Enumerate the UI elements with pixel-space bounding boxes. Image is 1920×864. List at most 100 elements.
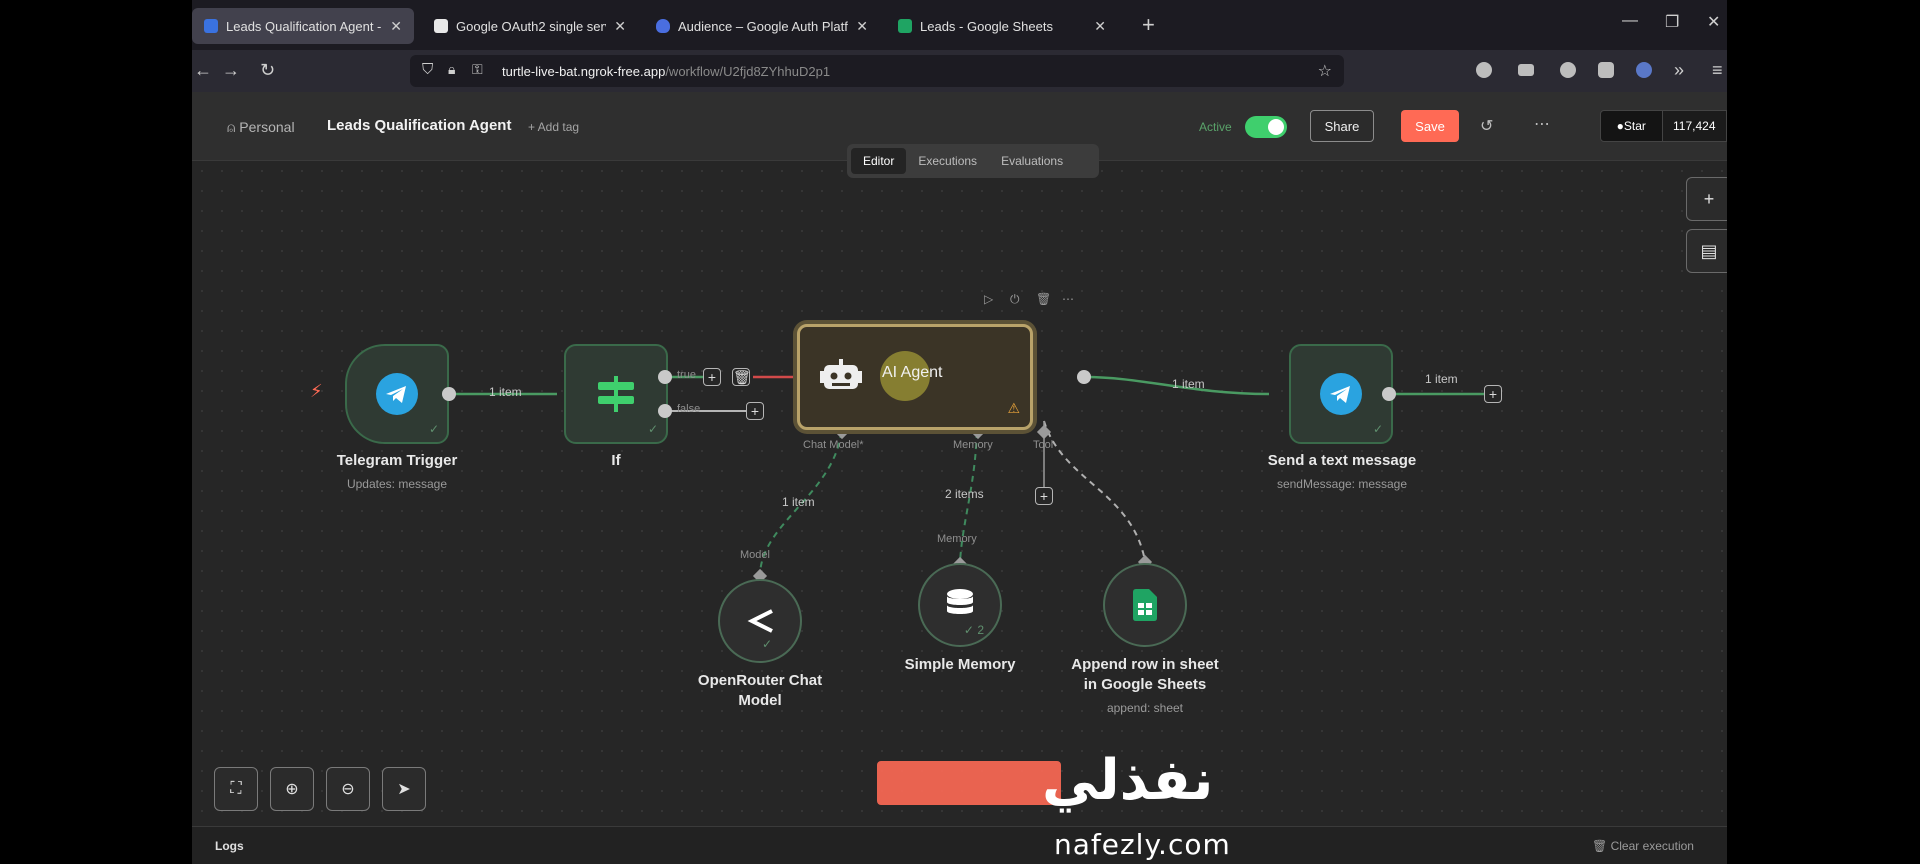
new-tab-icon[interactable]: +	[1142, 12, 1155, 37]
forward-icon[interactable]: →	[222, 60, 240, 80]
tab-google-oauth2[interactable]: Google OAuth2 single service | ✕	[422, 8, 638, 44]
port-label-memory-in: Memory	[937, 533, 977, 545]
project-breadcrumb[interactable]: ⍝ Personal	[227, 119, 295, 135]
false-output-handle[interactable]	[658, 404, 672, 418]
trash-icon[interactable]: 🗑︎	[1036, 292, 1052, 306]
back-icon[interactable]: ←	[194, 60, 212, 80]
node-append-row-google-sheets[interactable]	[1103, 563, 1187, 647]
tab-evaluations[interactable]: Evaluations	[1001, 154, 1064, 168]
zoom-in-button[interactable]: ⊕	[270, 767, 314, 811]
zoom-out-icon: ⊖	[341, 781, 355, 798]
node-send-text-message[interactable]: ✓	[1289, 344, 1393, 444]
tab-label: Google OAuth2 single service |	[456, 18, 606, 34]
tab-leads-google-sheets[interactable]: Leads - Google Sheets ✕	[886, 8, 1118, 44]
github-star-button[interactable]: ● Star	[1600, 110, 1663, 142]
active-toggle[interactable]	[1245, 116, 1287, 138]
close-tab-icon[interactable]: ✕	[1094, 17, 1106, 34]
mouse-cursor-highlight	[880, 351, 930, 401]
add-node-false-button[interactable]: +	[746, 402, 764, 420]
add-tool-button[interactable]: +	[1035, 487, 1053, 505]
output-handle[interactable]	[442, 387, 456, 401]
true-branch-label: true	[677, 369, 696, 381]
more-icon[interactable]: ⋯	[1062, 292, 1074, 306]
execute-workflow-button[interactable]	[877, 761, 1061, 805]
key-icon[interactable]: ⚿	[472, 61, 483, 77]
node-if[interactable]: ✓	[564, 344, 668, 444]
play-icon[interactable]: ▷	[984, 292, 994, 306]
app-menu-icon[interactable]: ≡	[1712, 60, 1723, 80]
telegram-icon	[1320, 373, 1362, 415]
close-tab-icon[interactable]: ✕	[856, 17, 868, 34]
close-window-icon[interactable]: ✕	[1707, 14, 1721, 31]
node-telegram-trigger[interactable]: ✓	[345, 344, 449, 444]
node-simple-memory[interactable]: ✓ 2	[918, 563, 1002, 647]
tab-leads-qualification-agent[interactable]: Leads Qualification Agent - ✕	[192, 8, 414, 44]
sticky-note-button[interactable]: ▤	[1686, 229, 1727, 273]
node-openrouter-chat-model[interactable]: ✓	[718, 579, 802, 663]
save-button[interactable]: Save	[1401, 110, 1459, 142]
openrouter-icon	[747, 609, 773, 633]
watermark-logo: نفذلي	[1042, 748, 1215, 813]
restore-icon[interactable]: ❐	[1665, 14, 1680, 31]
minimize-icon[interactable]: —	[1622, 12, 1638, 29]
fit-view-icon: ⛶	[230, 780, 242, 797]
add-node-button[interactable]: +	[1484, 385, 1502, 403]
warning-icon[interactable]: ⚠	[1007, 400, 1020, 416]
bookmark-star-icon[interactable]: ☆	[1317, 63, 1332, 80]
trash-icon: 🗑︎	[733, 369, 751, 385]
output-handle[interactable]	[1382, 387, 1396, 401]
logs-label[interactable]: Logs	[215, 839, 244, 853]
extension-icon[interactable]	[1518, 64, 1534, 76]
puzzle-icon[interactable]	[1598, 62, 1614, 78]
edge-item-count: 1 item	[1172, 377, 1205, 391]
logs-panel-bar[interactable]: Logs 🗑︎ Clear execution	[192, 826, 1727, 864]
overflow-menu-icon[interactable]: »	[1674, 60, 1685, 80]
port-label-tool: Tool	[1033, 439, 1054, 451]
delete-connection-button[interactable]: 🗑︎	[732, 368, 751, 386]
extension-icon[interactable]	[1560, 62, 1576, 78]
n8n-favicon-icon	[204, 19, 218, 33]
github-star-count: 117,424	[1662, 110, 1727, 142]
close-tab-icon[interactable]: ✕	[390, 17, 402, 34]
account-icon[interactable]	[1476, 62, 1492, 78]
address-bar[interactable]: ⛉ 🔒︎ ⚿ turtle-live-bat.ngrok-free.app/wo…	[410, 55, 1344, 87]
workflow-name[interactable]: Leads Qualification Agent	[327, 117, 512, 134]
share-button[interactable]: Share	[1310, 110, 1374, 142]
shield-icon[interactable]: ⛉	[422, 61, 434, 78]
success-check-icon: ✓	[647, 422, 658, 436]
add-node-panel-button[interactable]: +	[1686, 177, 1727, 221]
screen: Leads Qualification Agent - ✕ Google OAu…	[192, 0, 1727, 864]
extension-icon[interactable]	[1636, 62, 1652, 78]
false-branch-label: false	[677, 403, 701, 415]
success-check-icon: ✓	[1372, 422, 1383, 436]
clear-execution-button[interactable]: 🗑︎ Clear execution	[1592, 839, 1694, 853]
node-label: If	[611, 452, 621, 469]
add-node-button[interactable]: +	[703, 368, 721, 386]
true-output-handle[interactable]	[658, 370, 672, 384]
node-ai-agent[interactable]: AI Agent ⚠	[797, 324, 1033, 430]
tab-editor[interactable]: Editor	[851, 148, 907, 174]
fit-view-button[interactable]: ⛶	[214, 767, 258, 811]
note-icon: ▤	[1700, 240, 1718, 261]
lock-icon[interactable]: 🔒︎	[448, 61, 456, 77]
success-check-icon: ✓	[428, 422, 439, 436]
workflow-canvas[interactable]: ⚡ ✓ Telegram Trigger Updates: message 1 …	[192, 161, 1727, 826]
more-options-icon[interactable]: ⋯	[1534, 116, 1550, 133]
add-tag-button[interactable]: + Add tag	[528, 120, 580, 134]
edge-item-count: 2 items	[945, 487, 984, 501]
tab-audience-google-auth[interactable]: Audience – Google Auth Platfo ✕	[644, 8, 880, 44]
telegram-icon	[376, 373, 418, 415]
sheets-favicon-icon	[898, 19, 912, 33]
port-label-model: Model	[740, 549, 770, 561]
node-label: Append row in sheet in Google Sheets	[1071, 656, 1219, 693]
success-check-icon: ✓	[761, 637, 772, 651]
zoom-out-button[interactable]: ⊖	[326, 767, 370, 811]
tab-executions[interactable]: Executions	[918, 154, 978, 168]
close-tab-icon[interactable]: ✕	[614, 17, 626, 34]
history-icon[interactable]: ↺	[1480, 118, 1494, 135]
reload-icon[interactable]: ↻	[260, 60, 276, 80]
power-icon[interactable]: ⏻	[1010, 292, 1020, 306]
output-handle[interactable]	[1077, 370, 1091, 384]
github-star-widget[interactable]: ● Star 117,424	[1600, 110, 1727, 142]
tidy-up-button[interactable]: ➤	[382, 767, 426, 811]
